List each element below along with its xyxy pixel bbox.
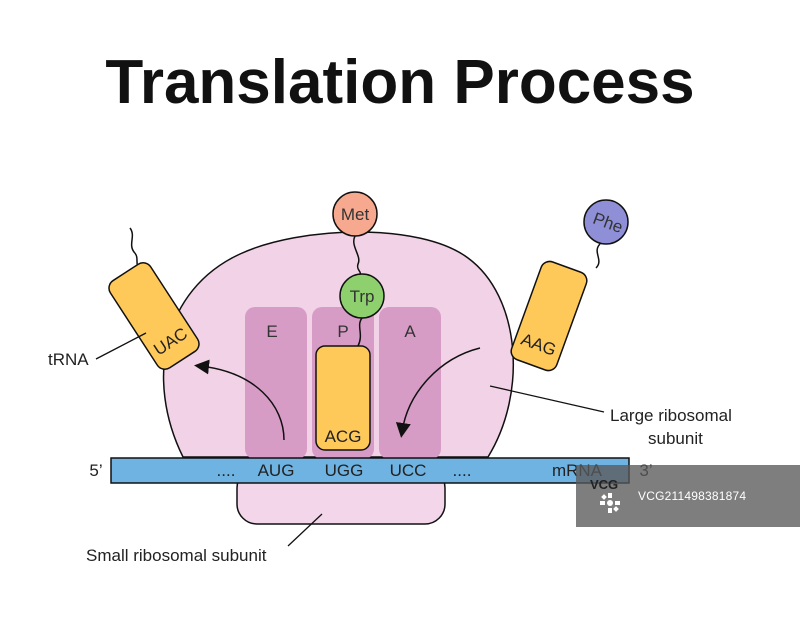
met-label: Met	[341, 205, 370, 224]
trna-label: tRNA	[48, 350, 89, 369]
large-subunit-label-line2: subunit	[648, 429, 703, 448]
trp-label: Trp	[350, 287, 375, 306]
mrna-trailing-dots: ....	[453, 461, 472, 480]
five-prime-label: 5’	[89, 461, 102, 480]
phe-amino-acid	[583, 199, 629, 245]
p-site-trna	[315, 345, 371, 451]
phe-trna-bond	[595, 243, 601, 269]
mrna-leading-dots: ....	[217, 461, 236, 480]
vcg-logo-icon: VCG	[590, 477, 620, 513]
p-site-label: P	[337, 322, 348, 341]
e-site	[245, 307, 307, 459]
small-subunit-leader-line	[287, 513, 323, 547]
entering-trna: AAG	[510, 260, 588, 372]
exit-arrow	[194, 359, 285, 441]
met-trp-bond	[353, 235, 362, 275]
watermark: VCG VCG211498381874	[576, 465, 800, 527]
e-site-label: E	[266, 322, 277, 341]
diagram-title: Translation Process	[105, 48, 695, 117]
svg-text:VCG: VCG	[590, 477, 618, 492]
large-subunit-leader-line	[489, 385, 605, 413]
mrna-strand	[110, 457, 630, 484]
codon-ucc: UCC	[390, 461, 427, 480]
entry-arrow	[395, 347, 481, 438]
exiting-trna: UAC	[108, 262, 200, 370]
a-site-label: A	[404, 322, 416, 341]
small-subunit-label: Small ribosomal subunit	[86, 546, 267, 565]
trp-trna-bond	[357, 317, 363, 347]
trna-leader-line	[95, 332, 147, 360]
p-site-trna-anticodon: ACG	[325, 427, 362, 446]
a-site	[379, 307, 441, 459]
watermark-text: VCG211498381874	[638, 489, 747, 503]
large-subunit-label-line1: Large ribosomal	[610, 406, 732, 425]
codon-aug: AUG	[258, 461, 295, 480]
codon-ugg: UGG	[325, 461, 364, 480]
